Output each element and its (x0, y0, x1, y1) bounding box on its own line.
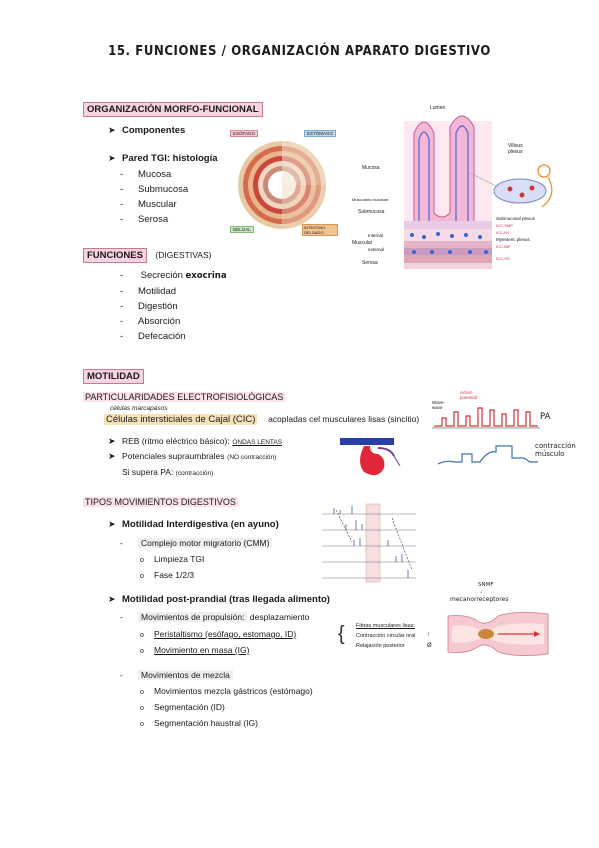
list-item: Contracción circular oral (356, 633, 416, 639)
list-item: -Muscular (120, 199, 177, 210)
handwritten-note: ONDAS LENTAS (232, 439, 283, 446)
villus-histology-image (404, 115, 553, 269)
handwritten-note: exocrina (185, 271, 227, 281)
peristalsis-image (447, 612, 549, 656)
fig-label: ESTÓMAGO (304, 130, 337, 137)
cmm-item: -Complejo motor migratorio (CMM) (120, 538, 273, 548)
fig-label: ESÓFAGO (230, 130, 259, 137)
list-item: -Defecación (120, 331, 186, 342)
gut-wall-ring-figure: ESÓFAGO ESTÓMAGO DELGAL INTESTINO DELGAD… (228, 128, 338, 240)
fig-label: INTESTINO DELGADO (302, 224, 338, 236)
section-organizacion-heading: ORGANIZACIÓN MORFO-FUNCIONAL (83, 102, 263, 117)
capas-list: -Mucosa -Submucosa -Muscular -Serosa (120, 167, 188, 227)
stomach-image (340, 438, 401, 476)
cic-highlight: Células intersticiales de Cajal (CIC) (104, 414, 258, 425)
handwritten-note: contracción músculo (535, 442, 576, 458)
fig-label: Submucosa (358, 209, 385, 215)
componentes-item: ➤Componentes (108, 125, 186, 136)
electrofisiologia-heading: PARTICULARIDADES ELECTROFISIOLÓGICAS (83, 392, 286, 402)
list-item: - Secreción exocrina (120, 270, 227, 281)
arrow-icon: ➤ (108, 519, 116, 529)
cmm-phases-figure (312, 490, 422, 586)
fig-label: Muscularis mucosae (352, 197, 389, 202)
fig-label: Serosa (362, 260, 378, 266)
null-icon: Ø (427, 643, 432, 649)
electrophysiology-traces-figure: Action potential Wave-wave (432, 390, 542, 474)
list-item: -Digestión (120, 301, 178, 312)
mezcla-item: -Movimientos de mezcla (120, 670, 233, 680)
fig-label: ICC-IM (496, 230, 509, 235)
fig-label: Internal (368, 233, 384, 238)
fibras-heading: Fibras musculares lisas: (356, 623, 415, 629)
funciones-subtitle: (DIGESTIVAS) (155, 250, 212, 260)
section-motilidad-heading: MOTILIDAD (83, 369, 144, 384)
handwritten-note: (NO contracción) (227, 454, 277, 461)
list-item: -Serosa (120, 214, 169, 225)
traces-image (432, 407, 540, 465)
interdigestiva-item: ➤Motilidad Interdigestiva (en ayuno) (108, 519, 279, 530)
pared-item: ➤Pared TGI: histología (108, 153, 218, 164)
si-supera-row: Si supera PA: (contracción) (122, 467, 214, 477)
list-item: Relajación posterior (356, 643, 405, 649)
fig-label: Submucosal plexus (496, 216, 536, 221)
section-funciones-heading: FUNCIONES (83, 248, 147, 263)
tipos-heading: TIPOS MOVIMIENTOS DIGESTIVOS (83, 497, 238, 507)
arrow-icon: ➤ (108, 125, 116, 135)
peristalsis-figure (446, 606, 550, 662)
handwritten-note: (contracción) (175, 470, 214, 477)
gut-wall-ring-image (228, 128, 336, 240)
fig-label: ICC-SS (496, 256, 510, 261)
arrow-icon: ➤ (108, 594, 116, 604)
cic-row: Células intersticiales de Cajal (CIC) ac… (104, 414, 420, 425)
handwritten-note: mecanorreceptores (450, 596, 509, 603)
potenciales-item: ➤Potenciales supraumbrales (NO contracci… (108, 451, 277, 461)
arrow-icon: ➤ (108, 436, 116, 446)
handwritten-note: PA (540, 412, 551, 422)
cmm-phases-image (322, 503, 416, 583)
reb-item: ➤REB (ritmo eléctrico básico): ONDAS LEN… (108, 436, 283, 446)
funciones-heading-row: FUNCIONES (DIGESTIVAS) (83, 245, 211, 263)
list-item: -Absorción (120, 316, 181, 327)
fig-label: Muscular (352, 240, 373, 246)
fig-label: Lumen (430, 105, 446, 111)
fig-label: Wave-wave (432, 400, 445, 410)
fig-label: Villous plexus (508, 143, 523, 155)
villus-histology-figure: Lumen Villous plexus Mucosa Muscularis m… (352, 103, 558, 273)
page-title: 15. FUNCIONES / ORGANIZACIÓN APARATO DIG… (108, 44, 491, 59)
list-item: -Mucosa (120, 169, 172, 180)
bracket-icon: { (338, 623, 345, 645)
fig-label: DELGAL (230, 226, 254, 233)
fig-label: Action potential (460, 390, 478, 400)
handwritten-note: SNMF (478, 582, 494, 588)
arrow-up-icon: ↑ (427, 632, 430, 638)
fig-label: ICC-MP (496, 244, 511, 249)
arrow-down-icon: ↓ (480, 589, 483, 595)
list-item: -Submucosa (120, 184, 189, 195)
handwritten-note: células marcapasos (110, 405, 168, 412)
fibras-box: Fibras musculares lisas: Contracción cir… (356, 621, 434, 651)
fig-label: ICC-SMP (496, 223, 513, 228)
arrow-icon: ➤ (108, 451, 116, 461)
postprandial-item: ➤Motilidad post-prandial (tras llegada a… (108, 594, 330, 605)
fig-label: Mucosa (362, 165, 380, 171)
fig-label: Myenteric plexus (496, 237, 530, 242)
arrow-icon: ➤ (108, 153, 116, 163)
fig-label: external (368, 247, 385, 252)
propulsion-item: -Movimientos de propulsión: desplazamien… (120, 612, 310, 622)
stomach-figure (334, 436, 414, 480)
list-item: -Motilidad (120, 286, 177, 297)
funciones-list: - Secreción exocrina -Motilidad -Digesti… (120, 268, 227, 344)
